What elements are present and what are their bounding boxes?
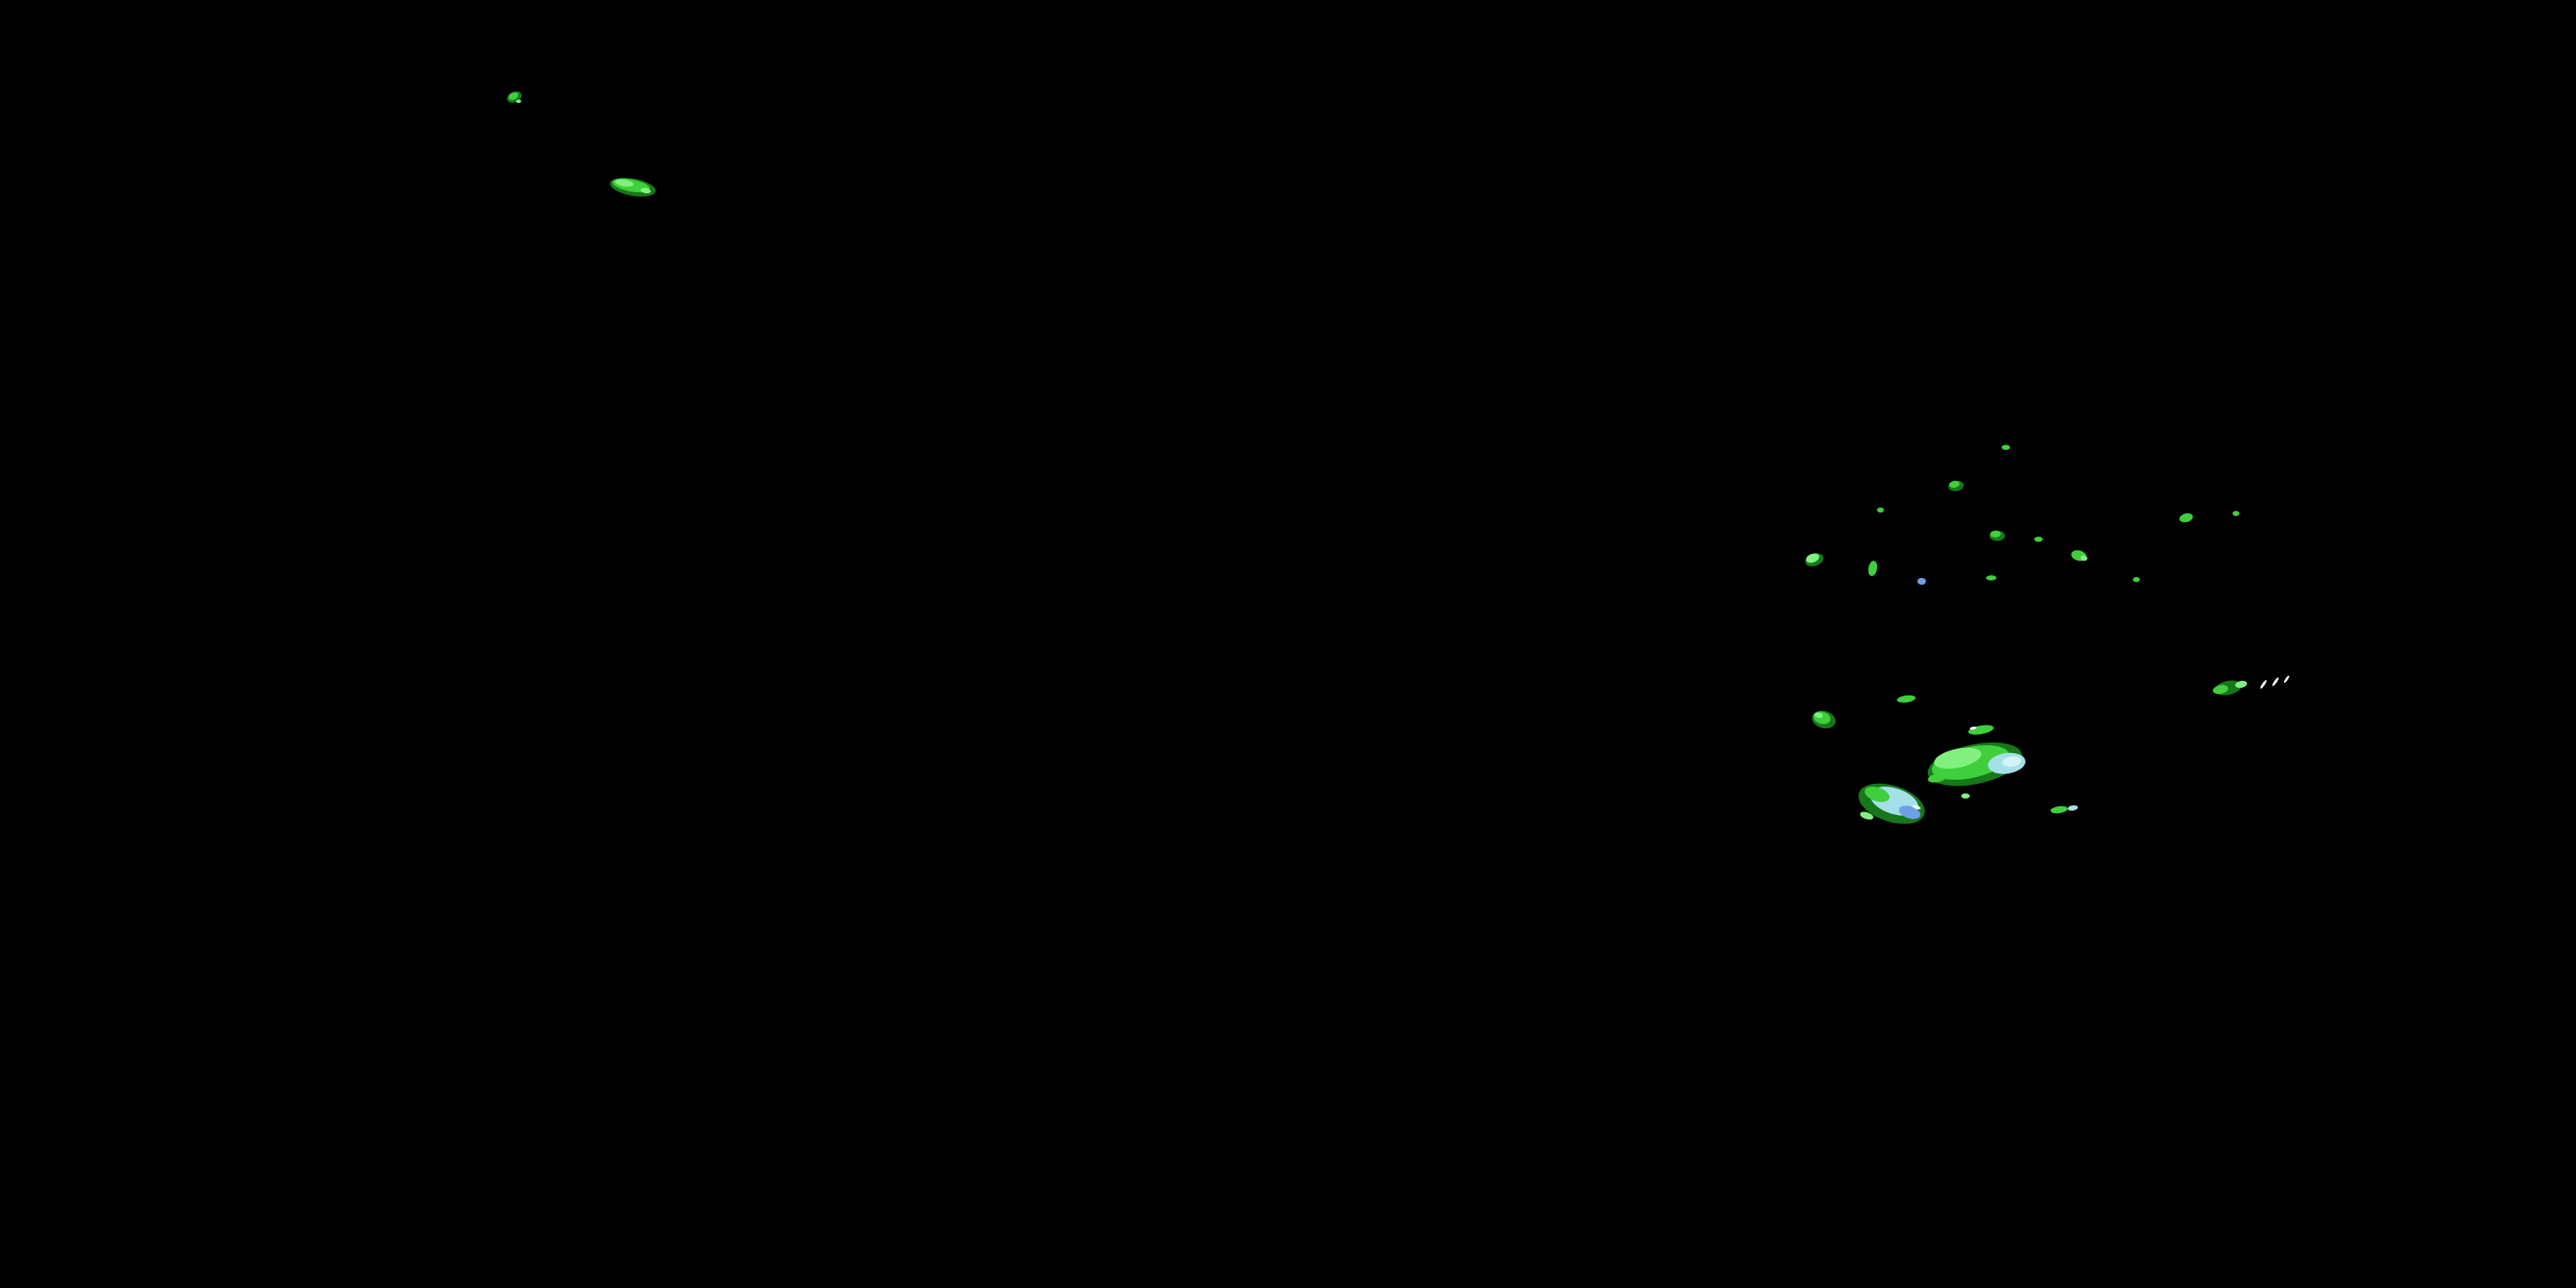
radar-echo xyxy=(2235,680,2247,689)
radar-echo xyxy=(615,179,634,187)
radar-echo xyxy=(1949,480,1959,489)
radar-echo xyxy=(1934,747,1982,769)
radar-echo xyxy=(2050,805,2068,814)
radar-echo xyxy=(1928,773,1947,783)
radar-echo xyxy=(1961,793,1970,799)
radar-echo xyxy=(1860,811,1874,820)
radar-echo xyxy=(2283,675,2290,683)
radar-echo xyxy=(1917,578,1926,585)
radar-echo xyxy=(1877,507,1884,513)
radar-echo xyxy=(508,92,519,100)
radar-echo xyxy=(2034,537,2043,542)
radar-echo xyxy=(2213,684,2228,695)
radar-echo xyxy=(2233,511,2239,516)
radar-echo xyxy=(2068,805,2078,811)
radar-echo xyxy=(2002,756,2021,768)
radar-echo xyxy=(516,100,521,103)
radar-echo xyxy=(1897,695,1916,703)
radar-echo xyxy=(641,187,651,194)
radar-echo xyxy=(2081,555,2087,562)
radar-echo xyxy=(2133,577,2140,582)
radar-echo xyxy=(2179,513,2193,523)
radar-echo xyxy=(1814,712,1823,719)
radar-echo-layer xyxy=(507,91,2290,824)
radar-echo xyxy=(1868,561,1878,576)
radar-echo xyxy=(2260,680,2267,689)
radar-echo xyxy=(1990,531,2001,538)
radar-echo xyxy=(1912,805,1921,810)
radar-echo xyxy=(2002,445,2010,450)
radar-echo xyxy=(1986,575,1996,580)
radar-echo xyxy=(1806,553,1820,563)
radar-echo xyxy=(1864,787,1890,802)
radar-echo xyxy=(1899,805,1921,819)
radar-echo xyxy=(2272,677,2279,686)
radar-echo xyxy=(1970,726,1977,730)
